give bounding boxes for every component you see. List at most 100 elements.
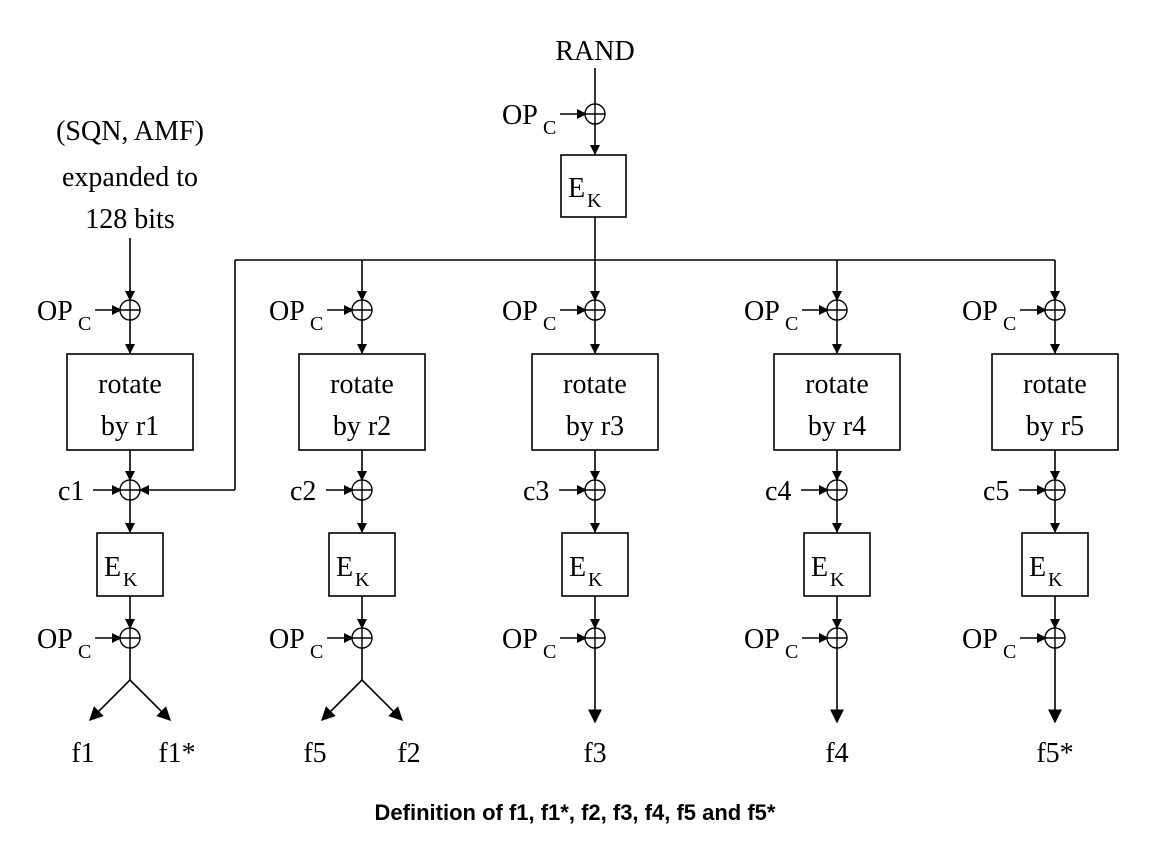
xor-icon bbox=[584, 627, 606, 649]
constant-label-3: c3 bbox=[523, 476, 549, 507]
xor-icon bbox=[826, 479, 848, 501]
svg-text:by r1: by r1 bbox=[101, 411, 159, 442]
rotate-label-2: rotate by r2 bbox=[330, 369, 394, 442]
xor-icon bbox=[351, 299, 373, 321]
constant-label-4: c4 bbox=[765, 476, 791, 507]
xor-icon bbox=[826, 627, 848, 649]
svg-text:C: C bbox=[543, 313, 556, 335]
svg-text:rotate: rotate bbox=[1023, 369, 1087, 400]
svg-text:E: E bbox=[104, 552, 121, 583]
ek-box-5 bbox=[1021, 532, 1089, 597]
ek-box-3 bbox=[561, 532, 629, 597]
svg-text:rotate: rotate bbox=[330, 369, 394, 400]
output-label-f4: f4 bbox=[825, 738, 848, 769]
svg-text:K: K bbox=[1048, 569, 1063, 591]
ek-box-1 bbox=[96, 532, 164, 597]
svg-text:OP: OP bbox=[502, 624, 538, 655]
svg-text:rotate: rotate bbox=[805, 369, 869, 400]
rotate-box-1 bbox=[66, 353, 194, 451]
svg-text:C: C bbox=[310, 641, 323, 663]
ek-box-4 bbox=[803, 532, 871, 597]
svg-text:128 bits: 128 bits bbox=[85, 204, 174, 235]
rotate-box-4 bbox=[773, 353, 901, 451]
output-label-f2: f2 bbox=[397, 738, 420, 769]
svg-text:OP: OP bbox=[744, 296, 780, 327]
rand-label: RAND bbox=[555, 36, 634, 67]
svg-text:(SQN, AMF): (SQN, AMF) bbox=[56, 116, 204, 147]
sqn-amf-label: (SQN, AMF) expanded to 128 bits bbox=[56, 116, 204, 235]
xor-icon bbox=[1044, 299, 1066, 321]
svg-text:C: C bbox=[310, 313, 323, 335]
rotate-box-2 bbox=[298, 353, 426, 451]
svg-text:C: C bbox=[1003, 641, 1016, 663]
svg-text:OP: OP bbox=[962, 624, 998, 655]
svg-text:K: K bbox=[355, 569, 370, 591]
svg-text:C: C bbox=[785, 313, 798, 335]
svg-text:K: K bbox=[587, 190, 602, 212]
svg-text:C: C bbox=[78, 641, 91, 663]
svg-text:OP: OP bbox=[37, 624, 73, 655]
svg-text:E: E bbox=[336, 552, 353, 583]
rotate-label-1: rotate by r1 bbox=[98, 369, 162, 442]
svg-text:by r2: by r2 bbox=[333, 411, 391, 442]
svg-text:OP: OP bbox=[962, 296, 998, 327]
svg-text:OP: OP bbox=[502, 100, 538, 131]
output-label-f1: f1 bbox=[71, 738, 94, 769]
svg-text:OP: OP bbox=[269, 296, 305, 327]
rotate-label-5: rotate by r5 bbox=[1023, 369, 1087, 442]
xor-icon bbox=[119, 479, 141, 501]
svg-text:by r5: by r5 bbox=[1026, 411, 1084, 442]
rotate-box-5 bbox=[991, 353, 1119, 451]
svg-text:by r3: by r3 bbox=[566, 411, 624, 442]
xor-icon bbox=[1044, 627, 1066, 649]
svg-text:K: K bbox=[830, 569, 845, 591]
xor-icon bbox=[826, 299, 848, 321]
ek-box-2 bbox=[328, 532, 396, 597]
rotate-box-3 bbox=[531, 353, 659, 451]
svg-text:OP: OP bbox=[37, 296, 73, 327]
xor-icon bbox=[351, 627, 373, 649]
svg-text:C: C bbox=[1003, 313, 1016, 335]
caption: Definition of f1, f1*, f2, f3, f4, f5 an… bbox=[374, 800, 776, 825]
svg-text:K: K bbox=[588, 569, 603, 591]
xor-icon bbox=[584, 299, 606, 321]
svg-text:E: E bbox=[1029, 552, 1046, 583]
output-label-f3: f3 bbox=[583, 738, 606, 769]
svg-text:E: E bbox=[811, 552, 828, 583]
top-ek-label: E K bbox=[568, 173, 602, 212]
output-label-f5*: f5* bbox=[1036, 738, 1073, 769]
top-op-c-label: OP C bbox=[502, 100, 556, 139]
output-label-f5: f5 bbox=[303, 738, 326, 769]
constant-label-1: c1 bbox=[58, 476, 84, 507]
svg-text:E: E bbox=[568, 173, 585, 204]
svg-text:rotate: rotate bbox=[98, 369, 162, 400]
xor-icon bbox=[351, 479, 373, 501]
xor-icon bbox=[584, 103, 606, 125]
xor-icon bbox=[119, 299, 141, 321]
svg-text:C: C bbox=[785, 641, 798, 663]
svg-text:E: E bbox=[569, 552, 586, 583]
svg-text:expanded to: expanded to bbox=[62, 162, 198, 193]
svg-text:K: K bbox=[123, 569, 138, 591]
svg-text:OP: OP bbox=[269, 624, 305, 655]
xor-icon bbox=[584, 479, 606, 501]
svg-text:C: C bbox=[543, 117, 556, 139]
top-ek-box bbox=[560, 154, 627, 218]
svg-text:C: C bbox=[78, 313, 91, 335]
